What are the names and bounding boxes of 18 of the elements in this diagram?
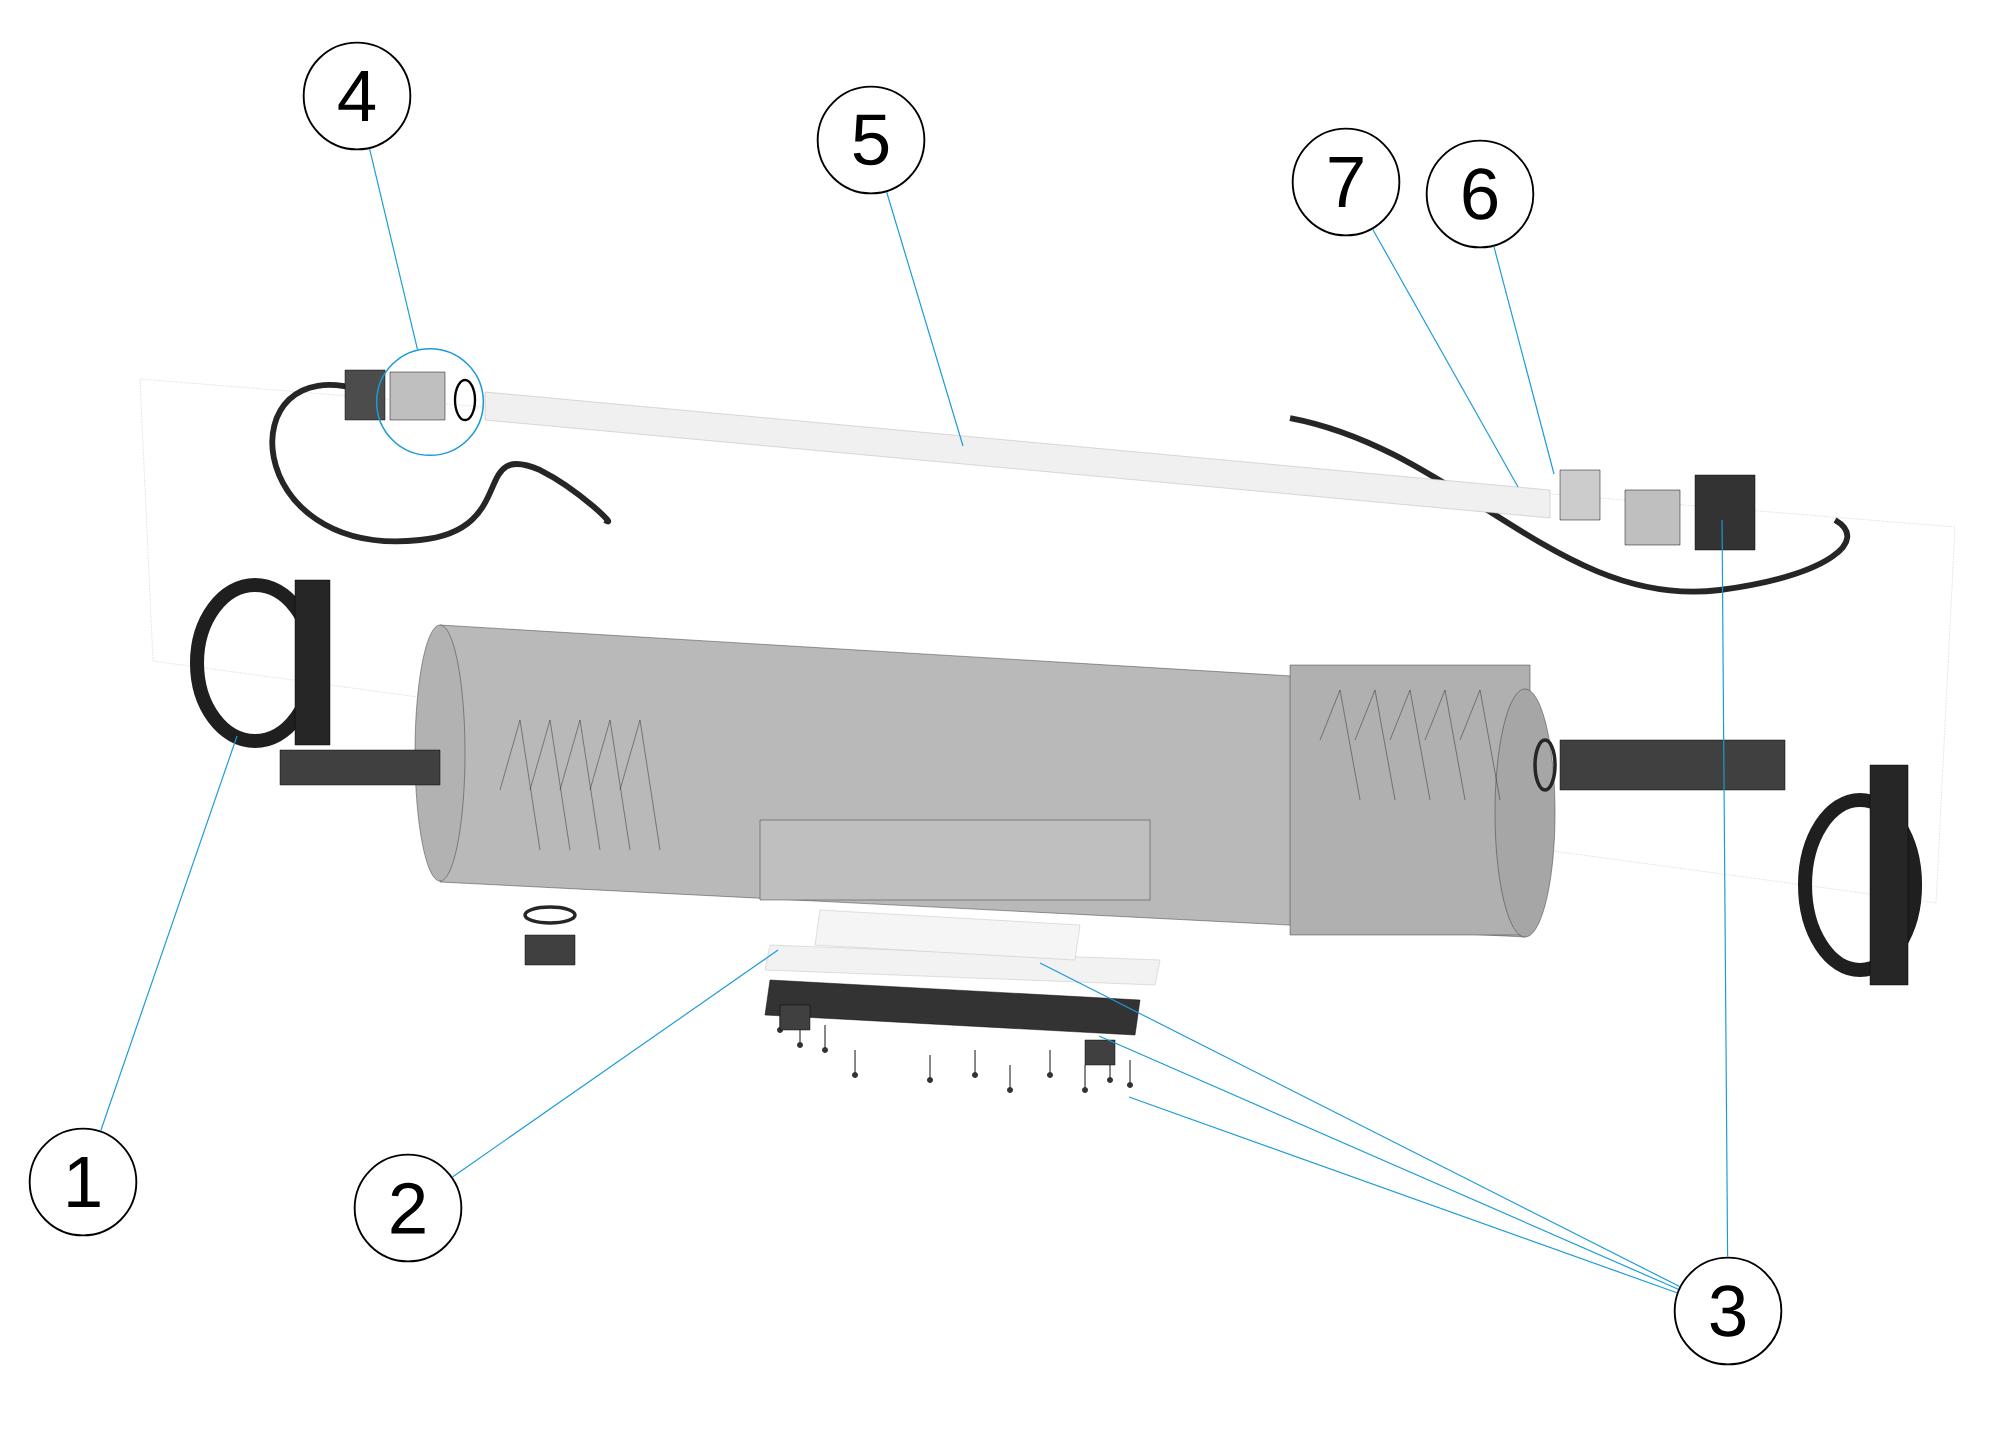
leader-line	[1039, 962, 1681, 1288]
leader-line	[1721, 519, 1729, 1258]
leader-line	[1128, 1096, 1678, 1294]
leader-line	[1098, 1035, 1679, 1290]
leader-line	[886, 191, 964, 447]
callout-number: 6	[1425, 139, 1535, 249]
callout-number: 3	[1673, 1256, 1783, 1366]
callout-number: 5	[816, 85, 926, 195]
leader-line	[451, 949, 779, 1178]
leader-line	[1372, 228, 1519, 488]
highlight-circle	[375, 347, 485, 457]
leader-line	[100, 735, 238, 1132]
callout-number: 4	[302, 41, 412, 151]
leader-line	[369, 148, 419, 350]
callout-number: 7	[1291, 127, 1401, 237]
callout-number: 2	[353, 1153, 463, 1263]
callout-number: 1	[28, 1127, 138, 1237]
leader-line	[1493, 245, 1555, 475]
